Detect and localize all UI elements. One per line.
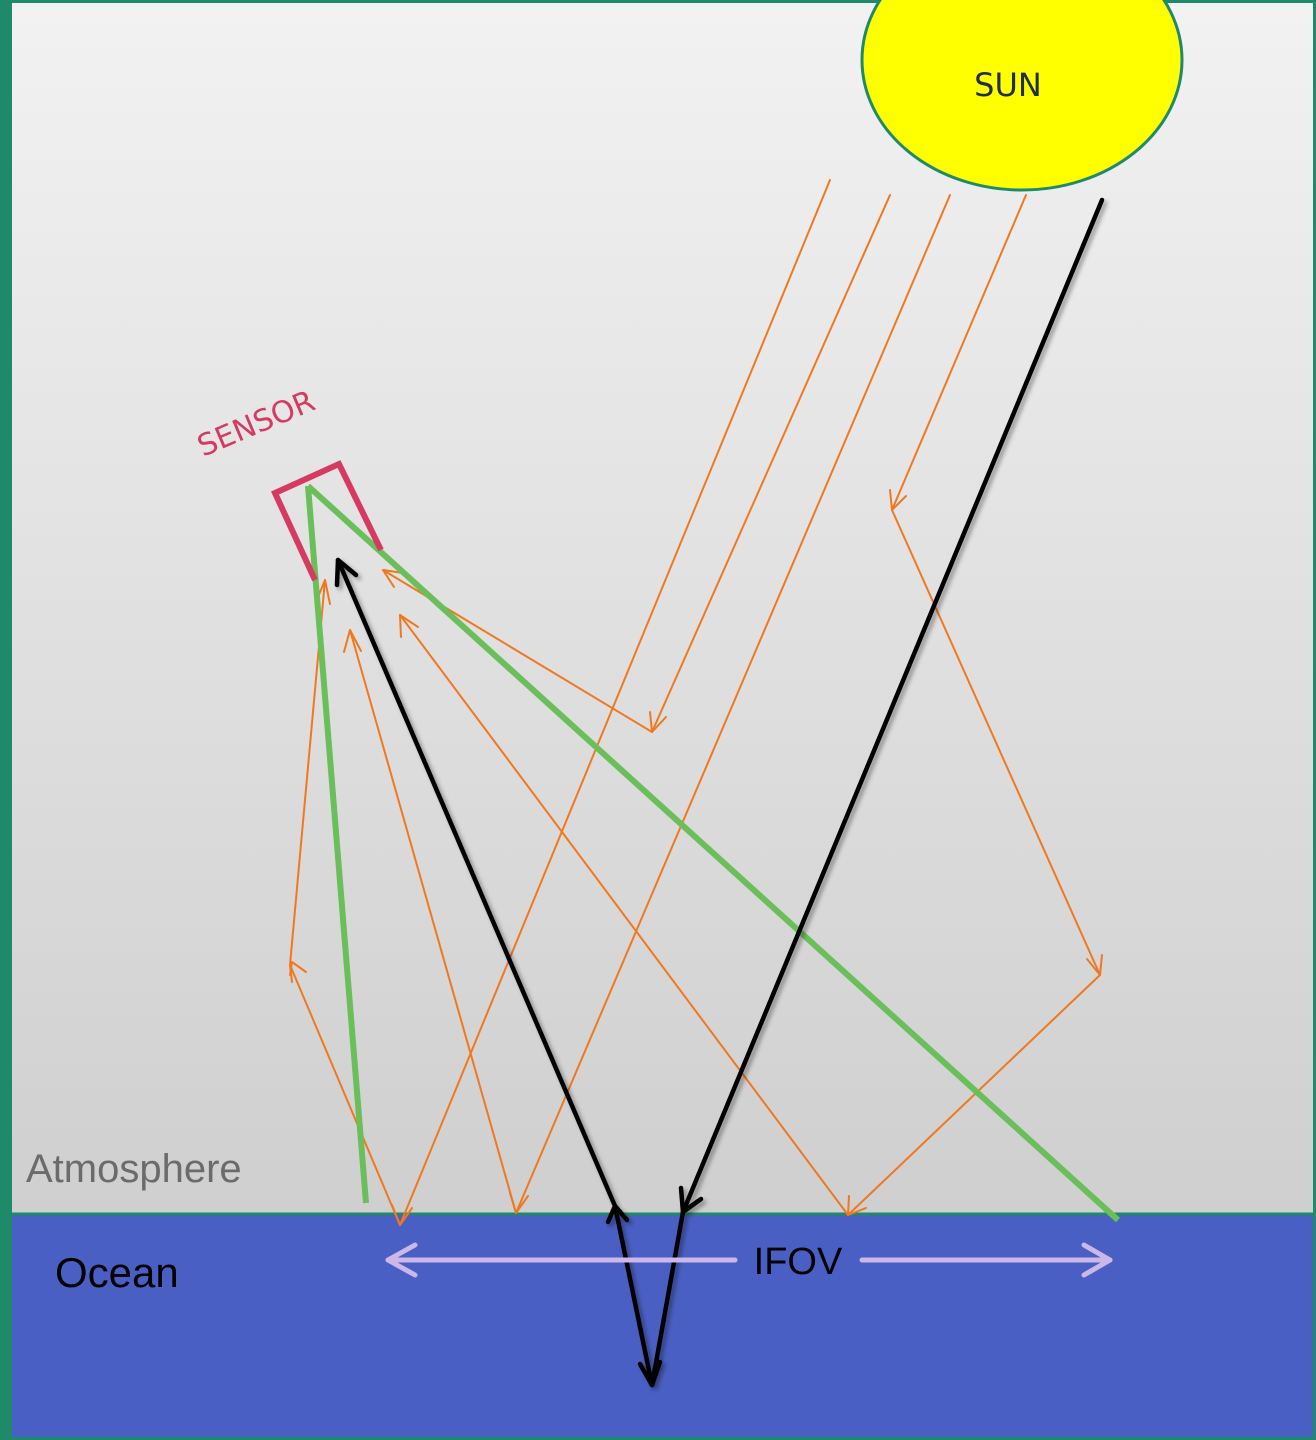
field-of-view bbox=[305, 483, 1121, 1223]
ifov-arrow-left-head bbox=[385, 1242, 418, 1278]
arrowhead bbox=[391, 1204, 413, 1226]
return-ray-underwater bbox=[612, 1203, 655, 1388]
atmosphere-region bbox=[0, 0, 1316, 1214]
arrowhead bbox=[637, 1359, 663, 1388]
ifov-label: IFOV bbox=[754, 1241, 843, 1283]
scattered-rays bbox=[289, 179, 1103, 1226]
arrowhead bbox=[847, 1195, 867, 1216]
fov-left-edge bbox=[305, 485, 369, 1204]
sun-disc bbox=[860, 0, 1184, 192]
reflected-ray bbox=[335, 557, 618, 1209]
incident-ray bbox=[680, 197, 1105, 1215]
arrowhead bbox=[382, 569, 404, 588]
arrowhead bbox=[343, 629, 362, 653]
ifov-arrow bbox=[385, 1242, 1113, 1278]
refracted-ray bbox=[649, 1209, 686, 1388]
sun: SUN bbox=[860, 0, 1184, 192]
ifov-arrow-right-head bbox=[1081, 1242, 1113, 1278]
arrowhead bbox=[399, 614, 419, 638]
scattered-ray bbox=[289, 179, 831, 1226]
arrowhead bbox=[289, 961, 307, 976]
atmosphere-label: Atmosphere bbox=[26, 1147, 242, 1191]
arrowhead bbox=[889, 489, 907, 511]
arrowhead bbox=[509, 1192, 529, 1214]
sun-label: SUN bbox=[974, 66, 1042, 104]
sensor-bracket bbox=[271, 460, 384, 582]
ocean-region bbox=[0, 1214, 1316, 1440]
ocean-label: Ocean bbox=[55, 1249, 179, 1296]
arrowhead bbox=[334, 557, 359, 588]
arrowhead bbox=[649, 711, 667, 733]
arrowhead bbox=[1086, 954, 1103, 976]
fov-right-edge bbox=[305, 483, 1121, 1223]
direct-ray bbox=[334, 197, 1105, 1388]
